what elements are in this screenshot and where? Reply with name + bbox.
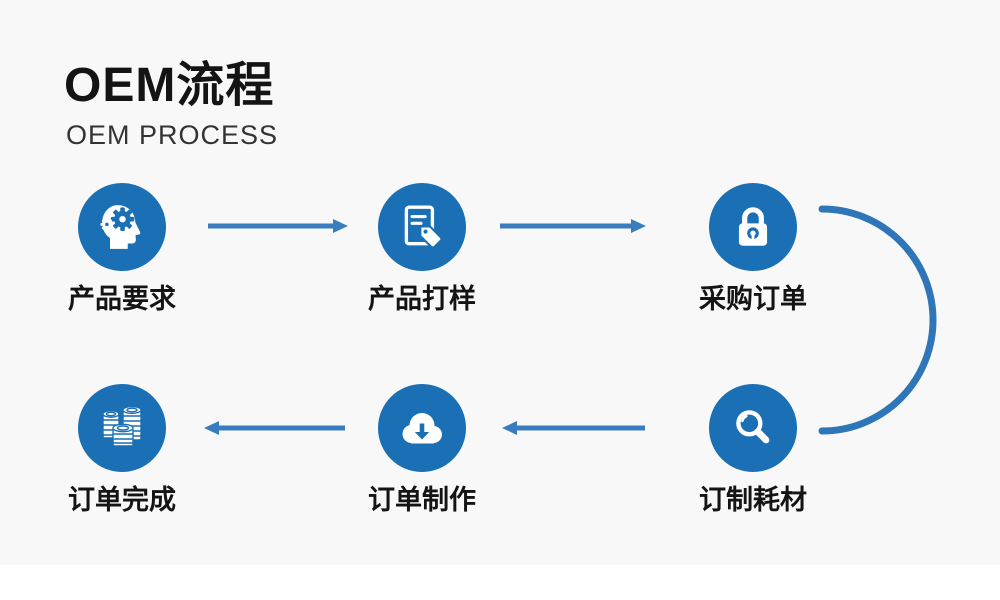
step-node-purchase-order: 采购订单 [699, 183, 807, 314]
step-label: 订单制作 [368, 485, 476, 515]
step-node-custom-consumables: 订制耗材 [699, 384, 807, 515]
arrow-left-1-head [502, 421, 517, 435]
arrow-right-1-head [333, 219, 348, 233]
step-label: 订制耗材 [699, 485, 807, 515]
arc-connector [818, 205, 937, 435]
step-node-order-production: 订单制作 [368, 384, 476, 515]
arrow-right-2-head [631, 219, 646, 233]
page-subtitle: OEM PROCESS [66, 120, 279, 150]
page-title: OEM流程 [64, 59, 275, 112]
step-label: 产品要求 [68, 284, 176, 314]
magnifier-icon [736, 410, 770, 444]
bottom-white-strip [0, 565, 1000, 600]
head-gears-icon [100, 205, 141, 249]
step-node-order-complete: 订单完成 [68, 384, 176, 515]
step-label: 产品打样 [368, 284, 476, 314]
step-label: 订单完成 [68, 485, 176, 515]
arrow-left-2-head [204, 421, 219, 435]
document-tag-icon [404, 205, 443, 249]
padlock-icon [738, 207, 768, 246]
coins-icon [102, 405, 142, 447]
step-node-product-sampling: 产品打样 [368, 183, 476, 314]
step-node-product-requirements: 产品要求 [68, 183, 176, 314]
cloud-download-icon [402, 413, 442, 444]
step-label: 采购订单 [699, 284, 807, 314]
